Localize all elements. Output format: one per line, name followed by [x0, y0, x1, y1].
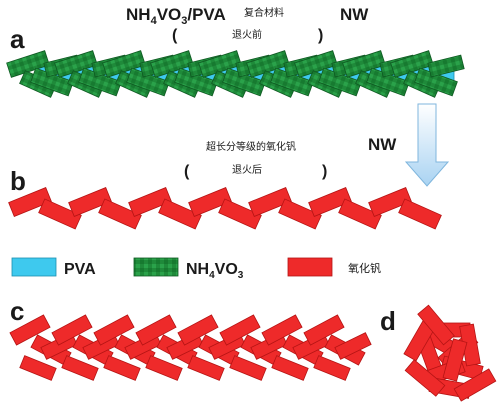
vanadium-oxide-chain-b: [8, 187, 442, 230]
nh4vo3-rod-group: [6, 50, 465, 98]
nh4vo3-rod: [150, 50, 194, 78]
panel-a-title-cn: 复合材料: [244, 6, 284, 19]
panel-b-label: b: [10, 166, 26, 196]
legend-pva-swatch: [11, 257, 57, 277]
legend: PVA NH4VO3 氧化钒: [11, 257, 381, 281]
vanadium-oxide-rod: [9, 314, 51, 346]
vanadium-oxide-rod: [51, 314, 93, 346]
nh4vo3-rod: [342, 50, 386, 78]
panel-a-title-right: NW: [340, 5, 369, 24]
vanadium-oxide-rod: [158, 198, 202, 230]
legend-vanadium-oxide-label: 氧化钒: [348, 261, 381, 275]
vanadium-oxide-rod: [38, 198, 82, 230]
vanadium-oxide-rod: [334, 332, 372, 360]
vanadium-oxide-network-c: [9, 314, 372, 381]
vanadium-oxide-rod: [398, 198, 442, 230]
panel-a-label: a: [10, 24, 25, 54]
vanadium-oxide-rod: [338, 198, 382, 230]
vanadium-oxide-rod: [145, 355, 183, 381]
panel-a-paren-close: ): [318, 27, 323, 44]
vanadium-oxide-rod: [229, 355, 267, 381]
vanadium-oxide-rod: [188, 187, 232, 217]
vanadium-oxide-rod: [271, 355, 309, 381]
vanadium-oxide-rod: [219, 314, 261, 346]
vanadium-oxide-rod: [128, 187, 172, 217]
transform-arrow: [404, 103, 450, 187]
vanadium-oxide-rod: [8, 187, 52, 217]
nh4vo3-rod: [427, 54, 465, 78]
legend-pva-label: PVA: [64, 261, 96, 278]
vanadium-oxide-rod: [417, 304, 455, 346]
panel-b-paren-close: ): [322, 163, 327, 180]
legend-vanadium-oxide-swatch: [287, 257, 333, 277]
vanadium-oxide-rod: [303, 314, 345, 346]
legend-nh4vo3-label: NH4VO3: [186, 261, 244, 281]
nh4vo3-rod: [390, 50, 434, 78]
vanadium-oxide-rod: [177, 314, 219, 346]
panel-d-label: d: [380, 306, 396, 336]
vanadium-oxide-rod: [68, 187, 112, 217]
vanadium-oxide-cluster-d: [403, 304, 497, 402]
vanadium-oxide-rod: [313, 355, 351, 381]
panel-b-caption-cn: 退火后: [232, 164, 262, 176]
panel-a-title: NH4VO3/PVA: [126, 5, 226, 27]
panel-a-paren-open: (: [172, 27, 178, 44]
vanadium-oxide-rod: [135, 314, 177, 346]
vanadium-oxide-rod: [187, 355, 225, 381]
vanadium-oxide-rod: [248, 187, 292, 217]
vanadium-oxide-rod: [218, 198, 262, 230]
vanadium-oxide-rod: [278, 198, 322, 230]
vanadium-oxide-rod: [442, 338, 468, 382]
nh4vo3-rod: [6, 50, 50, 78]
vanadium-oxide-rod: [19, 355, 57, 381]
vanadium-oxide-rod: [93, 314, 135, 346]
vanadium-oxide-rod: [368, 187, 412, 217]
vanadium-oxide-rod: [98, 198, 142, 230]
panel-b-paren-open: (: [184, 163, 190, 180]
panel-b-title-cn: 超长分等级的氧化钒: [206, 140, 296, 153]
arrow-label: NW: [368, 135, 397, 154]
vanadium-oxide-rod: [453, 368, 497, 402]
panel-c-label: c: [10, 296, 24, 326]
nh4vo3-rod: [198, 50, 242, 78]
nh4vo3-rod: [246, 50, 290, 78]
nh4vo3-rod: [102, 50, 146, 78]
vanadium-oxide-rod: [404, 359, 446, 397]
vanadium-oxide-rod: [261, 314, 303, 346]
nh4vo3-rod: [294, 50, 338, 78]
nh4vo3-rod: [54, 50, 98, 78]
vanadium-oxide-rod: [61, 355, 99, 381]
vanadium-oxide-rod: [308, 187, 352, 217]
panel-a-caption-cn: 退火前: [232, 28, 262, 41]
vanadium-oxide-rod: [103, 355, 141, 381]
legend-nh4vo3-swatch: [133, 257, 179, 277]
